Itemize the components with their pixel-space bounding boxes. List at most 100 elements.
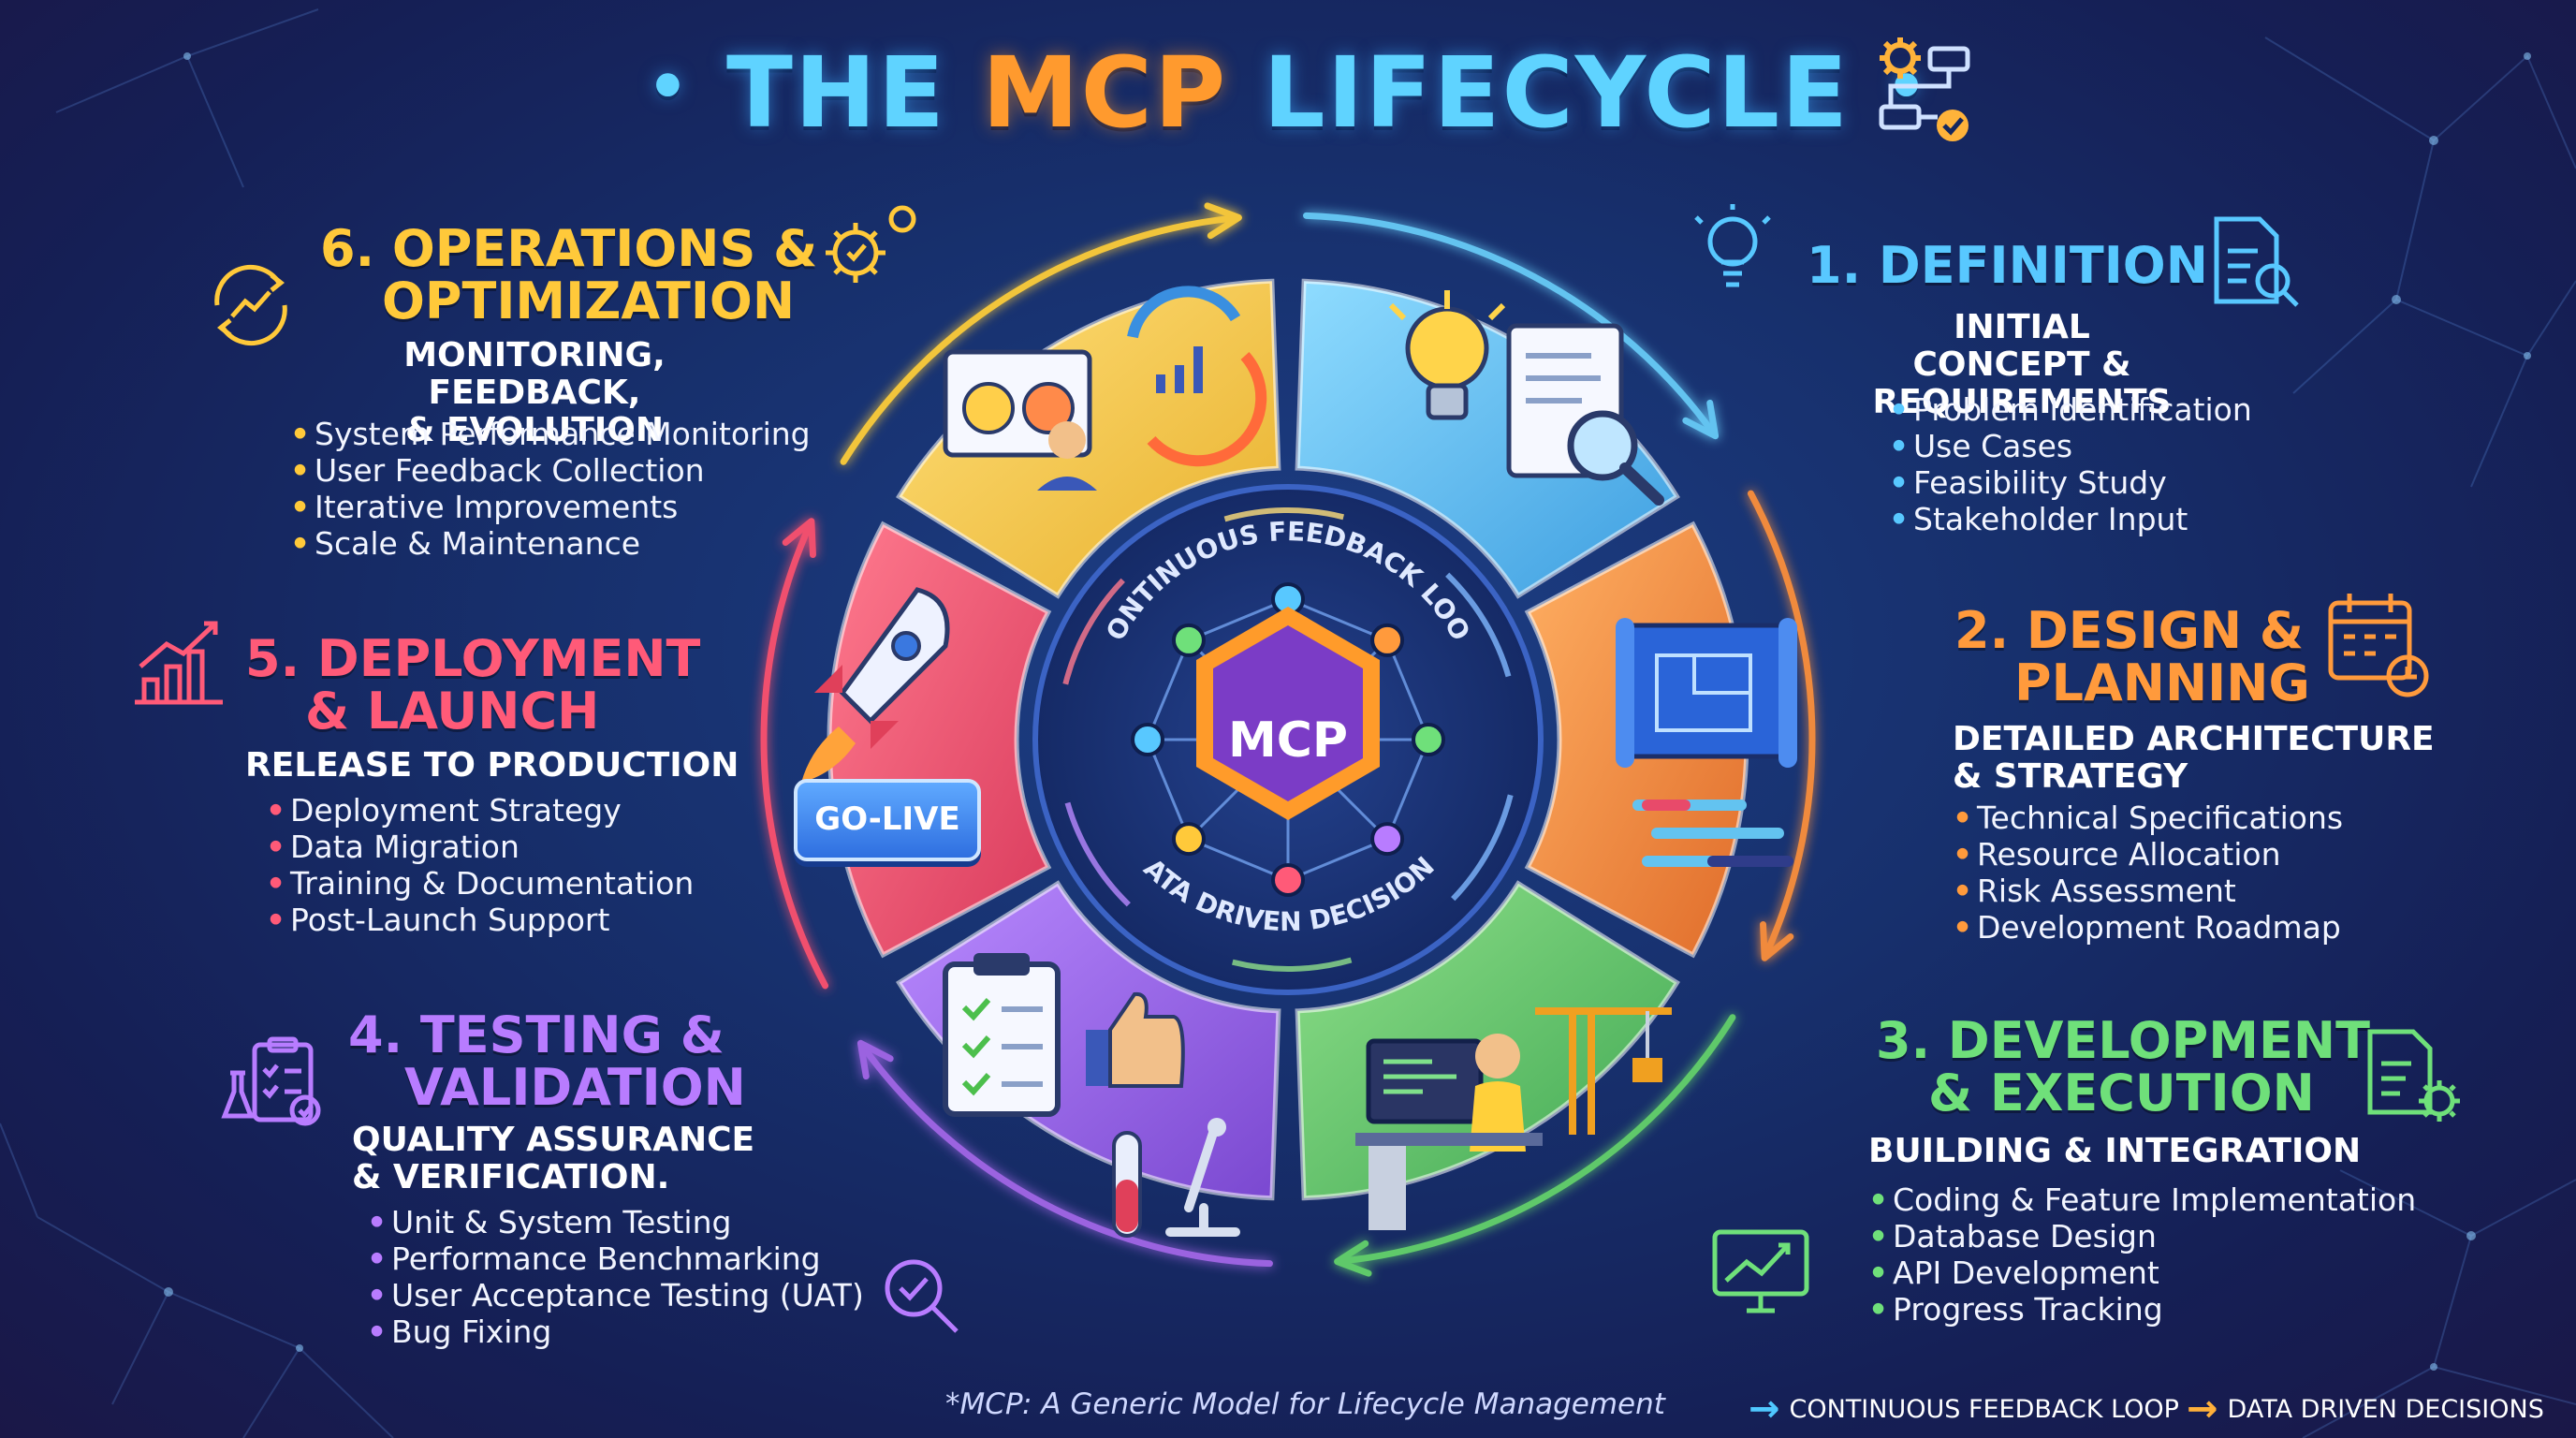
list-item: •Training & Documentation [266,865,695,902]
operations-subtitle-line-1: MONITORING, FEEDBACK, [403,336,666,412]
list-item: •Deployment Strategy [266,792,622,829]
cycle-chart-icon [214,265,287,345]
development-subtitle: BUILDING & INTEGRATION [1868,1132,2362,1170]
development-title-line-2: & EXECUTION [1928,1064,2315,1123]
testing-title: 4. TESTING & VALIDATION [348,1009,746,1114]
operations-bullet-text: User Feedback Collection [315,452,705,489]
test-tube-illustration [1112,1131,1142,1238]
network-node [1271,863,1305,897]
title-suffix: LIFECYCLE [1227,36,1851,150]
list-item: •Iterative Improvements [290,489,679,525]
deployment-subtitle: RELEASE TO PRODUCTION [245,746,739,785]
list-item: •Resource Allocation [1953,836,2281,873]
cycle-chart-illustration [1127,286,1267,467]
deployment-bullet-text: Training & Documentation [290,865,695,902]
calendar-icon [2328,594,2429,697]
footnote: *MCP: A Generic Model for Lifecycle Mana… [945,1387,1665,1421]
definition-bullet-text: Use Cases [1913,428,2073,464]
blueprint-illustration [1616,618,1797,768]
development-bullet-text: Database Design [1893,1218,2157,1255]
testing-bullet-text: Performance Benchmarking [391,1240,821,1277]
definition-subtitle: INITIAL CONCEPT & REQUIREMENTS [1863,309,2181,421]
arrowhead-icon [1760,921,1794,961]
outer-arrow-definition [1303,212,1716,435]
testing-bullets: •Unit & System Testing •Performance Benc… [367,1204,864,1350]
deployment-bullet-text: Deployment Strategy [290,792,622,829]
list-item: •Feasibility Study [1889,464,2167,501]
design-bullet-text: Technical Specifications [1977,800,2344,836]
title-prefix: THE [725,36,983,150]
design-title-line-2: PLANNING [2014,653,2310,712]
inner-arrow [1062,578,1125,685]
network-node [1370,822,1405,857]
document-gear-icon [2367,1029,2460,1122]
operations-bullet-text: System Performance Monitoring [315,416,811,452]
segment-deployment [827,521,1052,959]
development-title: 3. DEVELOPMENT & EXECUTION [1876,1015,2370,1120]
network-node [1412,723,1445,756]
operations-title-line-2: OPTIMIZATION [382,271,796,330]
testing-bullet-text: User Acceptance Testing (UAT) [391,1277,864,1313]
title-dot-left: • [646,49,691,125]
deployment-bullets: •Deployment Strategy •Data Migration •Tr… [266,792,694,938]
testing-subtitle-line-1: QUALITY ASSURANCE [352,1121,755,1159]
testing-subtitle-line-2: & VERIFICATION. [352,1158,670,1196]
development-title-line-1: 3. DEVELOPMENT [1876,1011,2370,1070]
design-bullets: •Technical Specifications •Resource Allo… [1953,800,2343,946]
inner-arrow [1232,957,1353,972]
list-item: •Technical Specifications [1953,800,2344,836]
operations-bullet-text: Scale & Maintenance [315,525,641,562]
list-item: •Use Cases [1889,428,2073,464]
document-search-icon [2214,216,2299,307]
list-item: •Risk Assessment [1953,873,2236,909]
roadmap-illustration [1632,800,1793,867]
monitor-chart-icon [1712,1229,1809,1313]
workflow-gear-icon [1879,37,1970,141]
list-item: •Bug Fixing [367,1313,552,1350]
arrowhead-icon [1204,202,1242,240]
arrowhead-icon [782,518,816,558]
definition-bullet-text: Feasibility Study [1913,464,2167,501]
list-item: •Database Design [1868,1218,2157,1255]
outer-arrow-operations [840,214,1237,465]
mcp-hexagon-inner [1213,625,1363,801]
rocket-illustration [801,587,950,783]
network-node [1370,623,1405,657]
list-item: •User Acceptance Testing (UAT) [367,1277,864,1313]
outer-arrow-deployment [760,522,829,990]
list-item: •Problem Identification [1889,391,2252,428]
inner-arrow [1064,801,1131,907]
design-subtitle-line-2: & STRATEGY [1953,757,2188,796]
definition-bullet-text: Stakeholder Input [1913,501,2188,537]
deployment-title-line-1: 5. DEPLOYMENT [245,629,701,688]
mcp-center-label: MCP [1228,712,1348,769]
list-item: •Scale & Maintenance [290,525,641,562]
operations-title: 6. OPERATIONS & OPTIMIZATION [320,223,817,328]
testing-bullet-text: Bug Fixing [391,1313,552,1350]
go-live-badge: GO-LIVE [794,779,981,861]
development-bullet-text: API Development [1893,1255,2159,1291]
list-item: •Data Migration [266,829,520,865]
testing-title-line-2: VALIDATION [404,1058,746,1117]
operations-bullet-text: Iterative Improvements [315,489,679,525]
list-item: •Coding & Feature Implementation [1868,1181,2417,1218]
lightbulb-icon [1694,204,1771,287]
definition-subtitle-line-1: INITIAL CONCEPT & [1912,308,2131,384]
network-node [1171,623,1206,657]
deployment-title: 5. DEPLOYMENT & LAUNCH [245,633,700,738]
developer-illustration [1355,1034,1543,1230]
clipboard-checklist-illustration [943,953,1061,1117]
deployment-bullet-text: Post-Launch Support [290,902,610,938]
testing-bullet-text: Unit & System Testing [391,1204,732,1240]
design-subtitle-line-1: DETAILED ARCHITECTURE [1953,720,2435,758]
operations-bullets: •System Performance Monitoring •User Fee… [290,416,811,562]
legend-label: DATA DRIVEN DECISIONS [2227,1395,2544,1424]
list-item: •API Development [1868,1255,2159,1291]
list-item: •Post-Launch Support [266,902,610,938]
list-item: •Performance Benchmarking [367,1240,821,1277]
thumbs-up-illustration [1086,991,1185,1088]
lightbulb-illustration [1388,290,1506,420]
inner-arrow [1451,794,1514,902]
operations-subtitle: MONITORING, FEEDBACK, & EVOLUTION [324,337,745,449]
